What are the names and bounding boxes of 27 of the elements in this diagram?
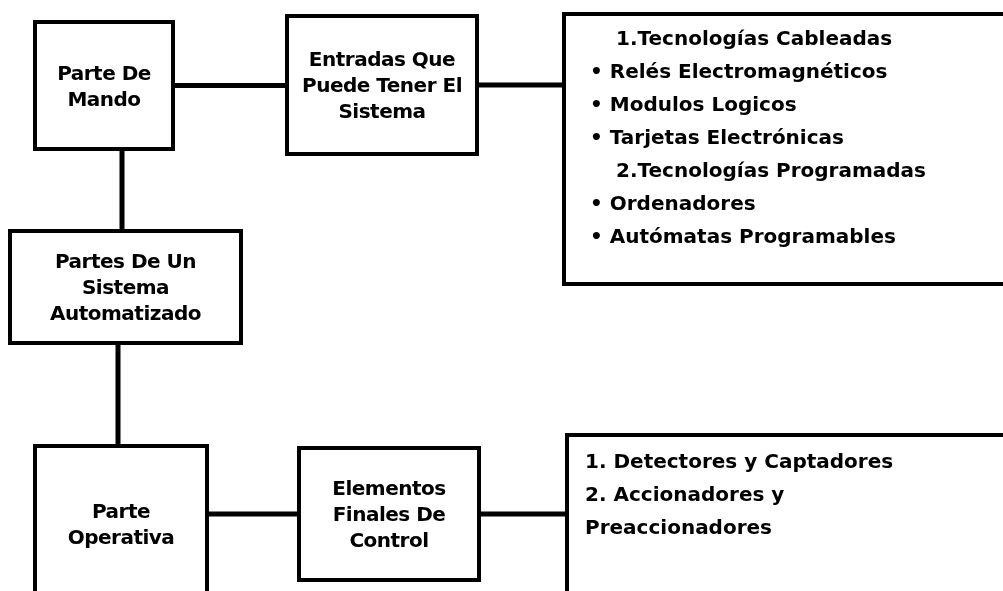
box (297, 446, 481, 582)
list-heading: 1.Tecnologías Cableadas (616, 25, 893, 52)
box-label: Elementos Finales De Control (331, 475, 447, 553)
connector-line (481, 511, 565, 517)
list-item: • Ordenadores (590, 190, 756, 217)
connector-line (479, 82, 562, 88)
box-label: Parte De Mando (56, 59, 152, 112)
connector-line (175, 83, 285, 88)
list-item: • Relés Electromagnéticos (590, 58, 888, 85)
list-heading: 2.Tecnologías Programadas (616, 157, 927, 184)
box (33, 444, 209, 591)
box (562, 12, 1003, 286)
box-label: Parte Operativa (66, 498, 176, 550)
list-item: 1. Detectores y Captadores (585, 448, 895, 475)
box-label: Entradas Que Puede Tener El Sistema (301, 46, 463, 124)
list-item: • Tarjetas Electrónicas (590, 124, 844, 151)
list-item: 2. Accionadores y Preaccionadores (585, 481, 786, 541)
connector-line (119, 151, 125, 229)
connector-line (115, 345, 121, 444)
box (8, 229, 243, 345)
list-item: • Autómatas Programables (590, 223, 896, 250)
box (33, 20, 175, 151)
box (285, 14, 479, 156)
box-label: Partes De Un Sistema Automatizado (49, 248, 202, 326)
connector-line (209, 511, 297, 517)
list-item: • Modulos Logicos (590, 91, 797, 118)
box (565, 433, 1003, 591)
